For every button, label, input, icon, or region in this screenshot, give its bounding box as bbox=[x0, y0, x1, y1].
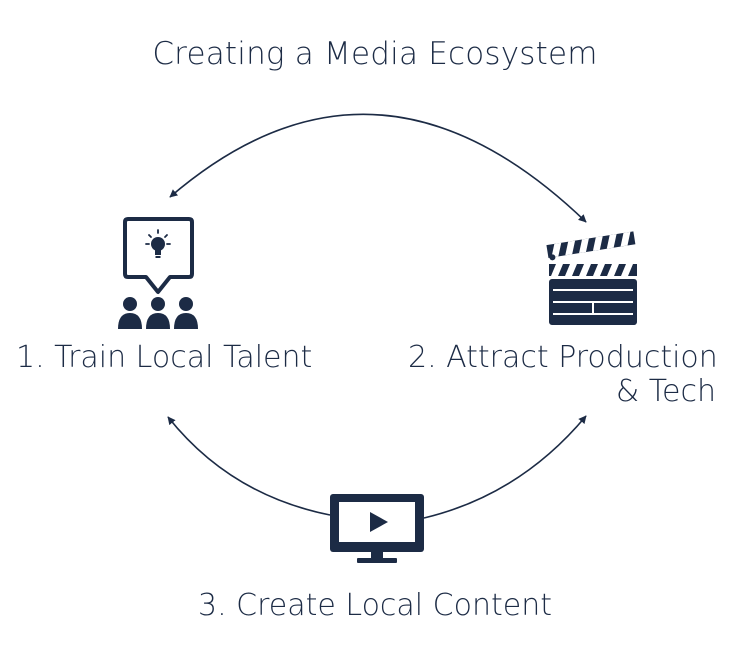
arrow-content-to-train bbox=[167, 416, 331, 516]
video-monitor-icon bbox=[330, 494, 424, 563]
arrow-train-to-production bbox=[169, 113, 587, 223]
step-2-label-line1: 2. Attract Production bbox=[408, 340, 718, 375]
step-1-label: 1. Train Local Talent bbox=[16, 340, 313, 375]
step-3-label: 3. Create Local Content bbox=[198, 588, 552, 623]
clapperboard-icon bbox=[546, 231, 637, 325]
arrow-content-to-production bbox=[423, 415, 587, 519]
step-2-label-line2: & Tech bbox=[615, 374, 716, 409]
presentation-audience-icon bbox=[118, 217, 198, 329]
diagram-title: Creating a Media Ecosystem bbox=[152, 36, 598, 72]
